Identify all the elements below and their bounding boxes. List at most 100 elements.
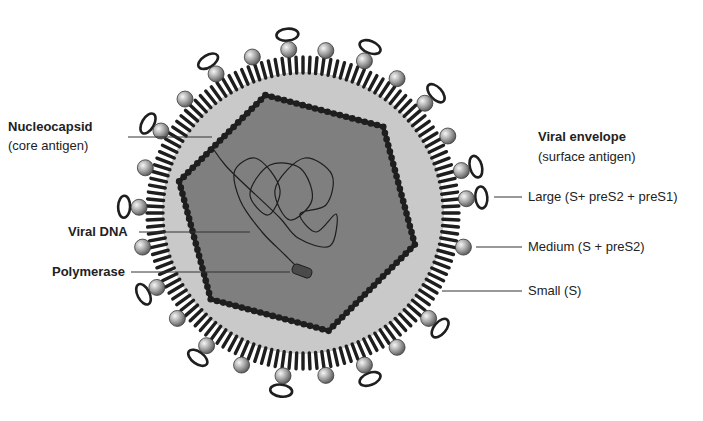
capsid-bead [288,318,295,325]
lipid-tick [328,351,331,367]
callout-label: Polymerase [52,264,125,280]
protein-sphere [421,310,437,326]
leader-line [476,247,522,248]
capsid-bead [355,117,362,124]
viral-dna [214,150,337,279]
capsid-bead [275,95,282,102]
capsid-bead [306,103,313,110]
lipid-tick [316,58,317,74]
large-protein [276,28,299,58]
capsid-bead [318,107,325,114]
medium-protein [318,43,334,59]
lipid-tick [438,250,453,254]
capsid-bead [251,308,258,315]
protein-sphere [131,199,147,215]
lipid-tick [157,262,172,268]
lipid-tick [155,256,170,261]
protein-sphere [389,339,405,355]
lipid-tick [242,70,248,85]
lipid-tick [436,256,451,261]
lipid-tick [443,218,459,222]
capsid-bead [361,118,368,125]
capsid-bead [349,115,356,122]
protein-sphere [356,357,372,373]
medium-protein [137,160,153,176]
capsid-bead [276,314,283,321]
capsid-bead [319,326,326,333]
capsid-bead [390,161,397,168]
large-protein [270,368,293,398]
capsid-bead [400,198,407,205]
lipid-tick [294,353,298,369]
callout-label: Medium (S + preS2) [528,239,645,255]
capsid-bead [405,216,412,223]
lipid-tick [148,192,164,194]
callout-label: (surface antigen) [538,149,636,165]
lipid-tick [151,244,167,248]
leader-line [139,232,250,233]
large-protein [137,111,169,139]
protein-sphere [318,43,334,59]
capsid-hexagon [179,95,415,331]
lipid-tick [261,348,265,363]
medium-protein [455,239,471,255]
lipid-tick [289,58,290,74]
capsid-bead [330,110,337,117]
prés1-ellipse [270,383,293,398]
capsid-bead [220,299,227,306]
medium-protein [135,239,151,255]
protein-sphere [149,279,165,295]
lipid-tick [166,139,180,147]
lipid-tick [441,238,457,241]
lipid-tick [147,211,163,214]
protein-sphere [453,163,469,179]
lipid-tick [148,226,164,227]
callout-label: Viral envelope [538,129,626,145]
capsid-bead [214,298,221,305]
lipid-tick [334,349,338,365]
capsid-bead [179,191,186,198]
lipid-tick [255,65,260,80]
large-protein [196,50,224,82]
lipid-tick [369,76,377,90]
lipid-tick [147,218,163,222]
lipid-tick [150,238,166,241]
capsid-bead [392,167,399,174]
capsid-bead [380,123,387,130]
capsid-bead [402,204,409,211]
capsid-bead [183,203,190,210]
lipid-tick [275,351,278,367]
large-protein [356,37,382,69]
capsid-bead [343,113,350,120]
protein-sphere [275,368,291,384]
capsid-bead [388,154,395,161]
lipid-tick [162,145,176,152]
nucleocapsid-shell [176,92,418,334]
capsid-bead [300,321,307,328]
capsid-bead [397,185,404,192]
lipid-tick [301,57,304,73]
capsid-bead [293,100,300,107]
lipid-tick [148,199,164,200]
lipid-tick [442,232,458,234]
lipid-tick [157,158,172,164]
capsid-bead [202,277,209,284]
capsid-bead [226,301,233,308]
protein-sphere [318,367,334,383]
capsid-bead [268,94,275,101]
polymerase-body [291,263,313,279]
capsid-bead [299,102,306,109]
large-protein [417,81,448,111]
lipid-tick [429,145,443,152]
protein-sphere [137,160,153,176]
lipid-tick [346,65,351,80]
lipid-tick [432,152,447,158]
lipid-tick [308,57,312,73]
protein-sphere [244,49,260,65]
lipid-tick [375,333,383,347]
lipid-tick [439,244,455,248]
envelope-interior [162,72,444,354]
lipid-tick [150,185,166,188]
lipid-tick [235,339,242,353]
lipid-tick [229,336,237,350]
